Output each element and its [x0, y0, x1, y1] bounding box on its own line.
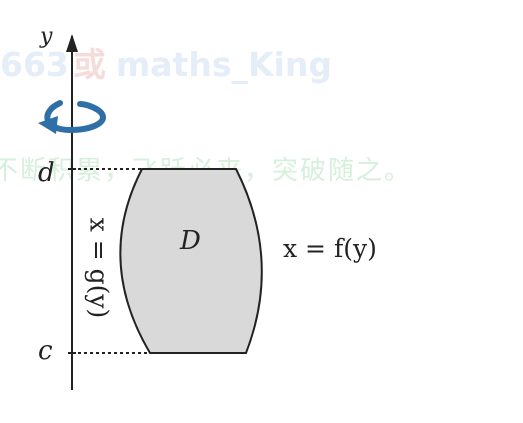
- right-curve-label: x = f(y): [283, 234, 377, 263]
- watermark-en: maths_King: [115, 45, 332, 84]
- label-d: d: [38, 158, 55, 188]
- region-label: D: [180, 226, 201, 256]
- region-d-shape: [119, 168, 263, 354]
- rotation-arrow-icon: [38, 100, 107, 134]
- axis-y-label: y: [40, 24, 53, 49]
- left-curve-label: x = g(y): [84, 217, 114, 319]
- watermark-number: 663: [0, 45, 69, 84]
- y-axis-arrowhead: [66, 34, 78, 52]
- watermark-cn: 或: [72, 45, 106, 84]
- label-c: c: [38, 336, 53, 366]
